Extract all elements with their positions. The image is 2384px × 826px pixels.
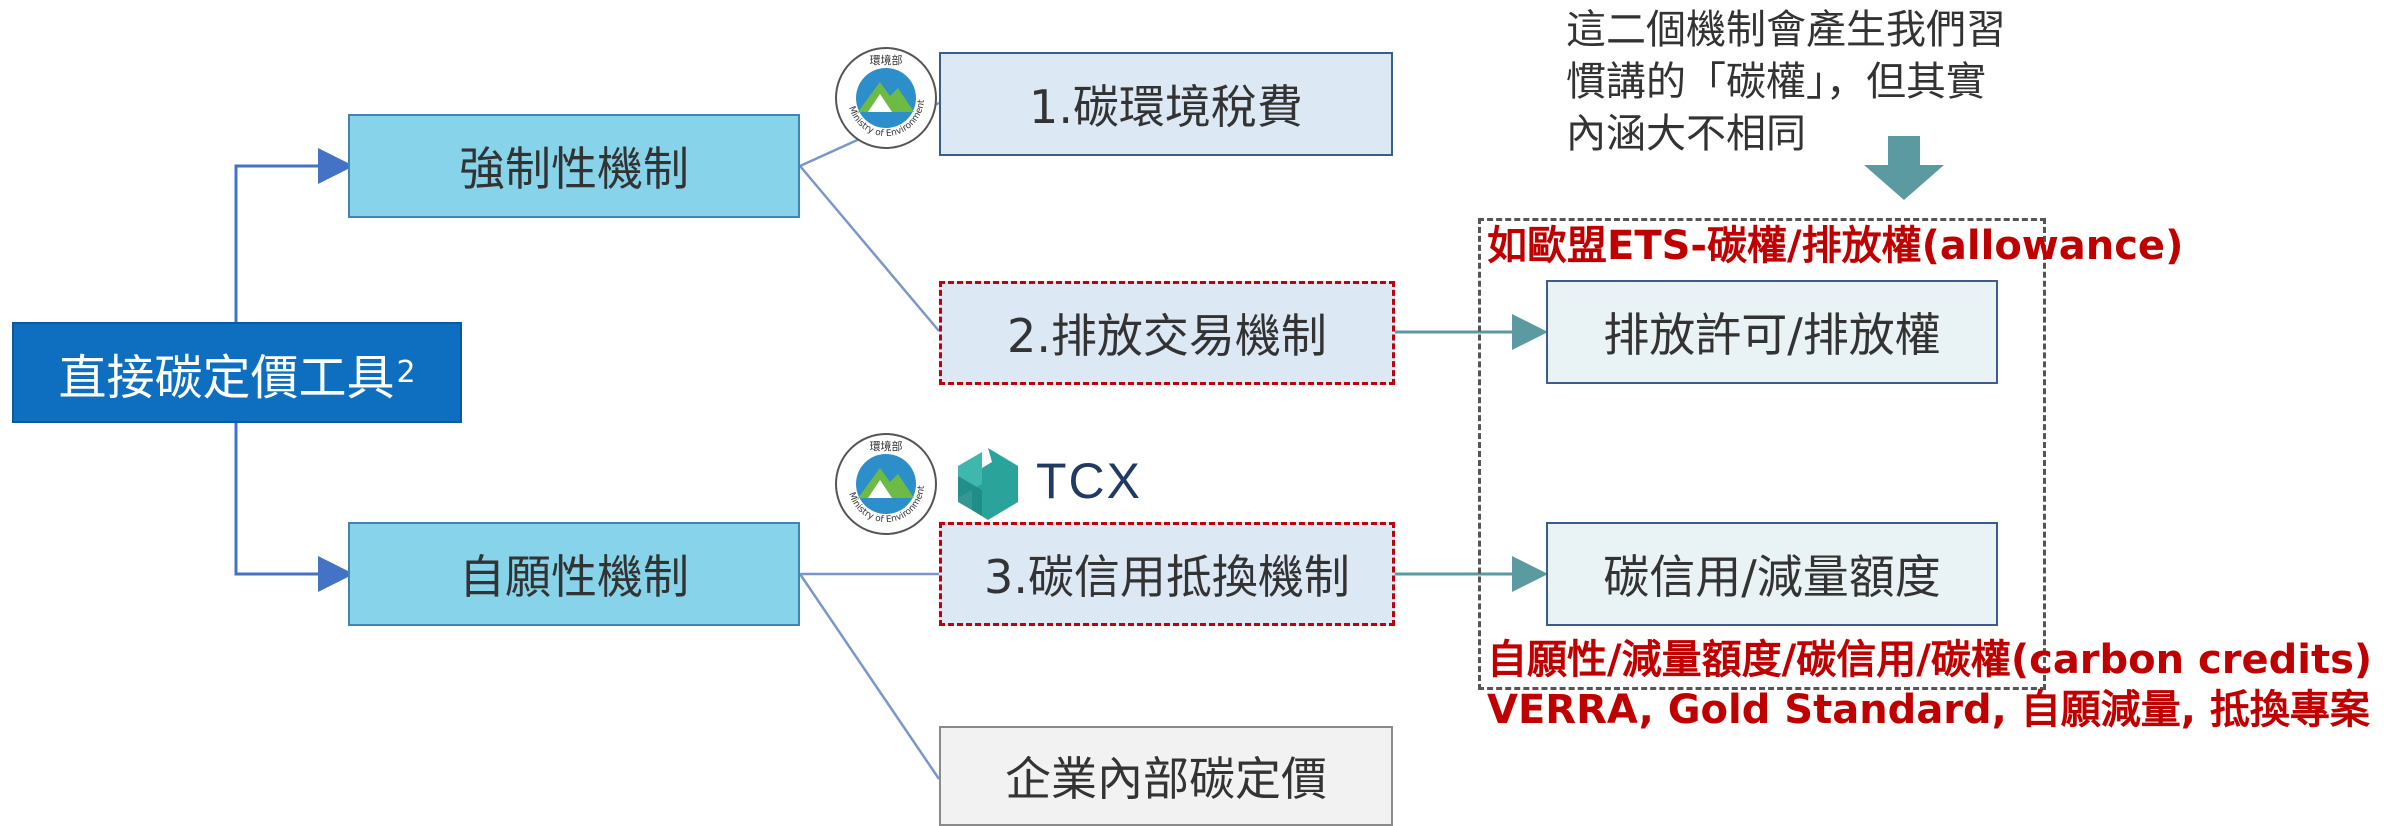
note-line-1: 這二個機制會產生我們習: [1566, 7, 2006, 53]
moenv-top-text: 環境部: [870, 53, 903, 67]
voluntary-to-internal: [798, 573, 941, 780]
moenv-top-text-2: 環境部: [870, 439, 903, 453]
offset-node: 3.碳信用抵換機制: [939, 522, 1395, 626]
mandatory-mechanism-node: 強制性機制: [348, 114, 800, 218]
root-to-mandatory: [234, 148, 354, 322]
down-arrow: [1864, 136, 1944, 200]
mandatory-to-ets: [799, 165, 940, 332]
note-line-2: 慣講的「碳權」，但其實: [1566, 59, 1986, 105]
tcx-logo-text: TCX: [1036, 453, 1142, 509]
internal-pricing-node: 企業內部碳定價: [939, 726, 1393, 826]
note-text: 這二個機制會產生我們習 慣講的「碳權」，但其實 內涵大不相同: [1566, 4, 2006, 160]
voluntary-mechanism-node: 自願性機制: [348, 522, 800, 626]
root-label: 直接碳定價工具: [58, 349, 395, 406]
allowance-node: 排放許可/排放權: [1546, 280, 1998, 384]
ets-node: 2.排放交易機制: [939, 281, 1395, 385]
root-superscript: 2: [396, 355, 416, 390]
note-line-3: 內涵大不相同: [1566, 111, 1806, 157]
moenv-logo-icon: 環境部 Ministry of Environment: [835, 47, 937, 149]
credits-red-label-line-1: 自願性/減量額度/碳信用/碳權(carbon credits): [1487, 637, 2373, 683]
root-to-voluntary: [234, 423, 354, 592]
tcx-logo-icon: [958, 448, 1018, 520]
credit-node: 碳信用/減量額度: [1546, 522, 1998, 626]
credits-red-label-line-2: VERRA, Gold Standard, 自願減量, 抵換專案: [1487, 687, 2370, 733]
carbon-rights-group-frame: [1478, 218, 2046, 690]
carbon-tax-node: 1.碳環境稅費: [939, 52, 1393, 156]
allowance-red-label: 如歐盟ETS-碳權/排放權(allowance): [1487, 223, 2184, 269]
moenv-logo-icon-2: 環境部 Ministry of Environment: [835, 433, 937, 535]
